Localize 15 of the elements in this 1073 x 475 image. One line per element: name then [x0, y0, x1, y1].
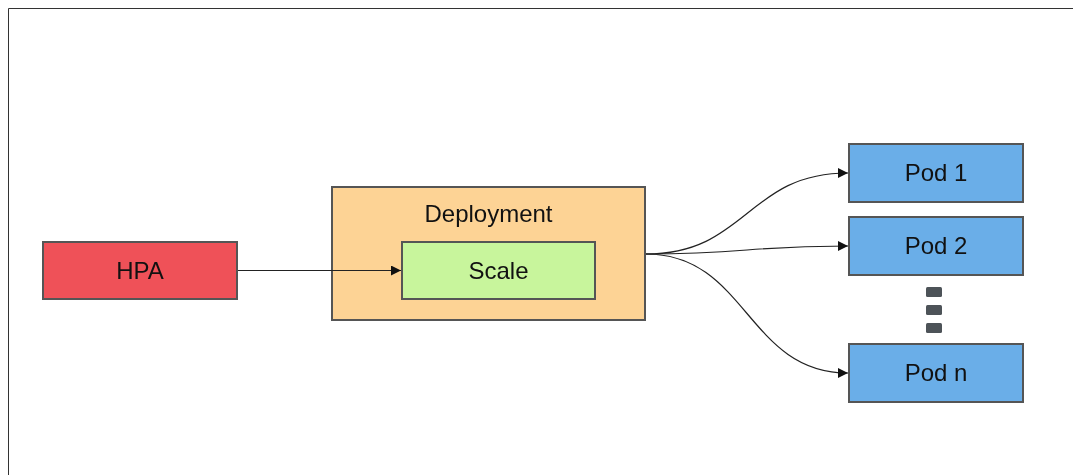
pod-box [848, 343, 1024, 403]
pod-box [848, 216, 1024, 276]
arrow [645, 241, 849, 255]
group-box [331, 186, 646, 321]
node-label: Pod 2 [903, 232, 969, 260]
process-box [42, 241, 238, 300]
arrow [237, 265, 402, 276]
node-label: Pod n [903, 359, 969, 387]
pod-box [848, 143, 1024, 203]
node-label: HPA [115, 256, 165, 285]
arrow [645, 253, 849, 377]
node-label: Pod 1 [903, 159, 969, 187]
node-label: Scale [467, 256, 530, 285]
group-heading: Deployment [423, 200, 554, 228]
process-box [401, 241, 596, 300]
